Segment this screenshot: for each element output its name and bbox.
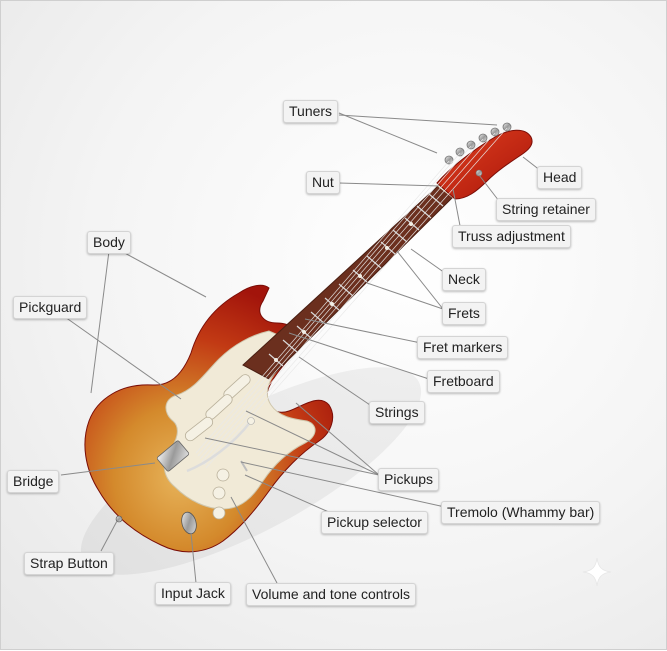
label-fret-markers: Fret markers	[417, 336, 509, 359]
label-truss-adjustment: Truss adjustment	[452, 225, 571, 248]
label-frets: Frets	[442, 302, 486, 325]
label-body: Body	[87, 231, 131, 254]
label-fretboard: Fretboard	[427, 370, 500, 393]
label-tuners: Tuners	[283, 100, 339, 123]
label-volume-tone: Volume and tone controls	[246, 583, 416, 606]
label-strap-button: Strap Button	[24, 552, 114, 575]
label-bridge: Bridge	[7, 470, 60, 493]
label-head: Head	[537, 166, 583, 189]
bridge-plate	[156, 440, 190, 472]
label-pickups: Pickups	[378, 468, 440, 491]
headstock	[436, 129, 533, 200]
label-strings: Strings	[369, 401, 425, 424]
label-nut: Nut	[306, 171, 340, 194]
label-tremolo: Tremolo (Whammy bar)	[441, 501, 601, 524]
sparkle-icon	[582, 557, 612, 587]
label-pickguard: Pickguard	[13, 296, 88, 319]
label-pickup-selector: Pickup selector	[321, 511, 428, 534]
leader-lines	[60, 112, 542, 584]
label-neck: Neck	[442, 268, 486, 291]
label-input-jack: Input Jack	[155, 582, 231, 605]
label-string-retainer: String retainer	[496, 198, 596, 221]
